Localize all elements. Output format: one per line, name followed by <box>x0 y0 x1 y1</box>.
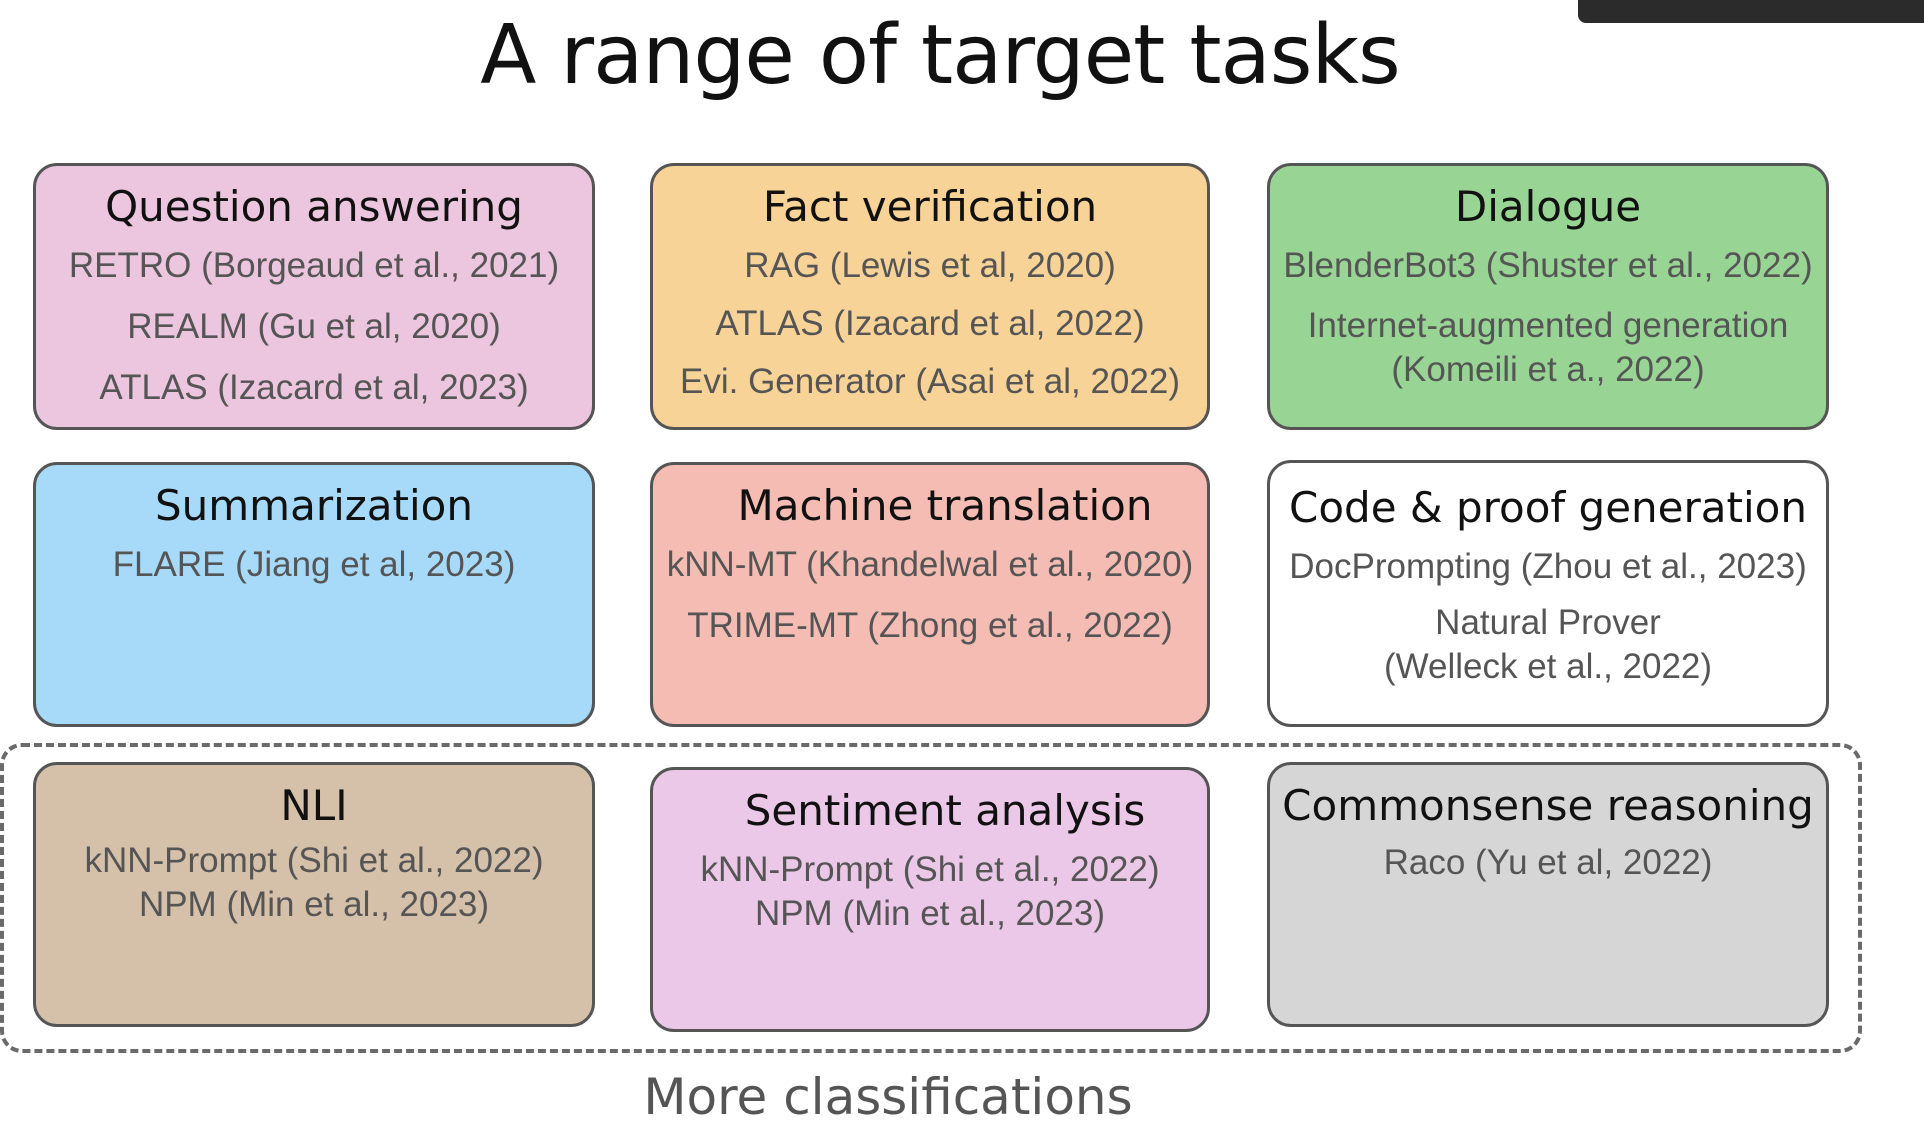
reference-text: ATLAS (Izacard et al, 2023) <box>99 368 529 407</box>
window-corner-bar <box>1578 0 1924 23</box>
card-nli: NLI kNN-Prompt (Shi et al., 2022) NPM (M… <box>33 762 595 1027</box>
reference-text: kNN-Prompt (Shi et al., 2022) <box>84 841 544 880</box>
reference-text: (Komeili et a., 2022) <box>1391 350 1705 389</box>
reference-text: REALM (Gu et al, 2020) <box>127 307 501 346</box>
reference-text: Internet-augmented generation <box>1307 306 1789 345</box>
card-title: Dialogue <box>1454 182 1642 231</box>
reference-text: NPM (Min et al., 2023) <box>138 885 490 924</box>
card-title: Fact verification <box>762 182 1098 231</box>
reference-text: BlenderBot3 (Shuster et al., 2022) <box>1283 246 1813 285</box>
card-title: Question answering <box>105 182 523 231</box>
card-commonsense-reasoning: Commonsense reasoning Raco (Yu et al, 20… <box>1267 762 1829 1027</box>
card-fact-verification: Fact verification RAG (Lewis et al, 2020… <box>650 163 1210 430</box>
reference-text: Natural Prover <box>1435 603 1661 642</box>
reference-text: FLARE (Jiang et al, 2023) <box>112 545 516 584</box>
card-title: Summarization <box>154 481 473 530</box>
card-title: Code & proof generation <box>1289 483 1807 532</box>
reference-text: RETRO (Borgeaud et al., 2021) <box>68 246 560 285</box>
card-title: NLI <box>280 781 348 830</box>
reference-text: kNN-MT (Khandelwal et al., 2020) <box>666 545 1194 584</box>
card-sentiment-analysis: Sentiment analysis kNN-Prompt (Shi et al… <box>650 767 1210 1032</box>
reference-text: (Welleck et al., 2022) <box>1383 647 1713 686</box>
card-question-answering: Question answering RETRO (Borgeaud et al… <box>33 163 595 430</box>
reference-text: Evi. Generator (Asai et al, 2022) <box>680 362 1180 401</box>
reference-text: Raco (Yu et al, 2022) <box>1383 843 1713 882</box>
reference-text: DocPrompting (Zhou et al., 2023) <box>1289 547 1807 586</box>
reference-text: RAG (Lewis et al, 2020) <box>744 246 1116 285</box>
card-dialogue: Dialogue BlenderBot3 (Shuster et al., 20… <box>1267 163 1829 430</box>
group-label: More classifications <box>643 1068 1133 1126</box>
card-title: Sentiment analysis <box>744 786 1146 835</box>
slide-title: A range of target tasks <box>480 8 1400 103</box>
card-code-proof-generation: Code & proof generation DocPrompting (Zh… <box>1267 460 1829 727</box>
reference-text: kNN-Prompt (Shi et al., 2022) <box>700 850 1160 889</box>
card-title: Commonsense reasoning <box>1282 781 1814 830</box>
classification-group-box <box>0 743 1862 1053</box>
reference-text: ATLAS (Izacard et al, 2022) <box>715 304 1145 343</box>
reference-text: TRIME-MT (Zhong et al., 2022) <box>687 606 1173 645</box>
card-summarization: Summarization FLARE (Jiang et al, 2023) <box>33 462 595 727</box>
card-machine-translation: Machine translation kNN-MT (Khandelwal e… <box>650 462 1210 727</box>
reference-text: NPM (Min et al., 2023) <box>754 894 1106 933</box>
card-title: Machine translation <box>737 481 1153 530</box>
